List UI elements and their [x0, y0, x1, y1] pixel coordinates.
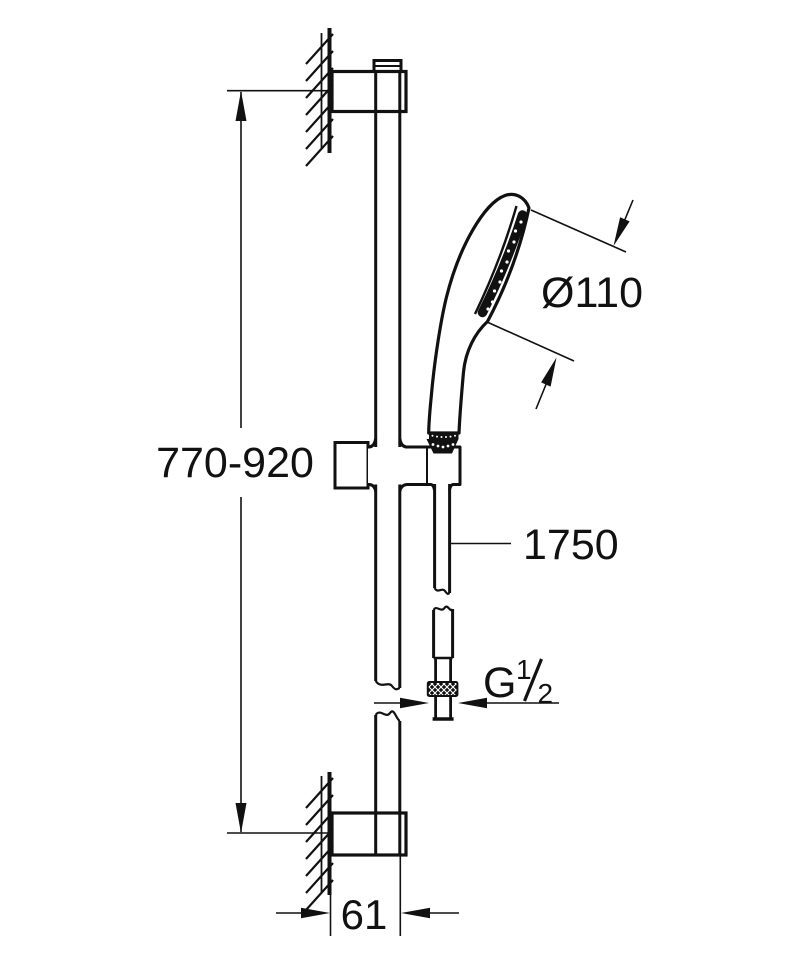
spray-face-knurl-dots	[486, 220, 523, 311]
wall-top	[305, 28, 334, 167]
dimension-head-diameter: Ø110	[486, 199, 643, 410]
dimension-height: 770-920	[156, 89, 329, 834]
diameter-arrowhead-bottom	[541, 357, 557, 387]
dimension-wall-offset: 61	[276, 856, 459, 938]
bottom-bracket-body	[330, 811, 408, 857]
top-wall-bracket	[330, 59, 408, 114]
hose-length-label: 1750	[523, 521, 619, 569]
handle-socket-dots	[431, 443, 455, 449]
wall-bottom	[305, 772, 334, 911]
hand-shower	[427, 192, 531, 439]
height-arrow-down	[235, 803, 247, 833]
diameter-ext-line-top	[530, 209, 627, 253]
bottom-wall-bracket	[330, 811, 408, 857]
top-bracket-body	[330, 69, 408, 114]
dimension-thread: G 1 2	[374, 654, 559, 709]
shower-hose	[426, 484, 459, 721]
hose-break-lower	[432, 605, 454, 612]
thread-arrowhead-left	[400, 697, 429, 709]
thread-fraction-slash	[523, 658, 543, 702]
thread-arrowhead-right	[458, 697, 487, 709]
thread-prefix-label: G	[483, 659, 516, 707]
diameter-ext-line-bottom	[486, 321, 575, 362]
holder-body-outline	[368, 438, 462, 492]
diameter-arrowhead-top	[613, 217, 630, 246]
offset-arrowhead-right	[401, 907, 430, 919]
hose-break-upper	[433, 587, 451, 595]
handle-knurl-dots	[431, 434, 456, 438]
offset-arrowhead-left	[301, 907, 330, 919]
height-arrow-up	[235, 91, 247, 121]
slide-bar	[374, 71, 402, 855]
wall-top-hatching	[305, 33, 334, 167]
wall-offset-label: 61	[341, 891, 388, 938]
height-range-label: 770-920	[156, 439, 314, 487]
rail-break-upper	[374, 680, 401, 691]
spray-face-inner-line	[473, 205, 518, 315]
spray-face-knurl-band	[477, 210, 528, 318]
thread-denominator-label: 2	[538, 678, 554, 709]
thread-numerator-label: 1	[516, 654, 532, 685]
wall-bottom-hatching	[305, 777, 334, 911]
hose-connection-nut	[426, 681, 459, 697]
slider-holder	[333, 438, 462, 492]
head-diameter-label: Ø110	[541, 269, 643, 317]
diameter-arrow-line-bottom	[535, 381, 548, 410]
holder-knob	[333, 441, 370, 490]
handle-knurl-band	[429, 432, 459, 439]
rail-break-lower	[374, 710, 401, 722]
dimension-hose-length: 1750	[450, 521, 619, 569]
